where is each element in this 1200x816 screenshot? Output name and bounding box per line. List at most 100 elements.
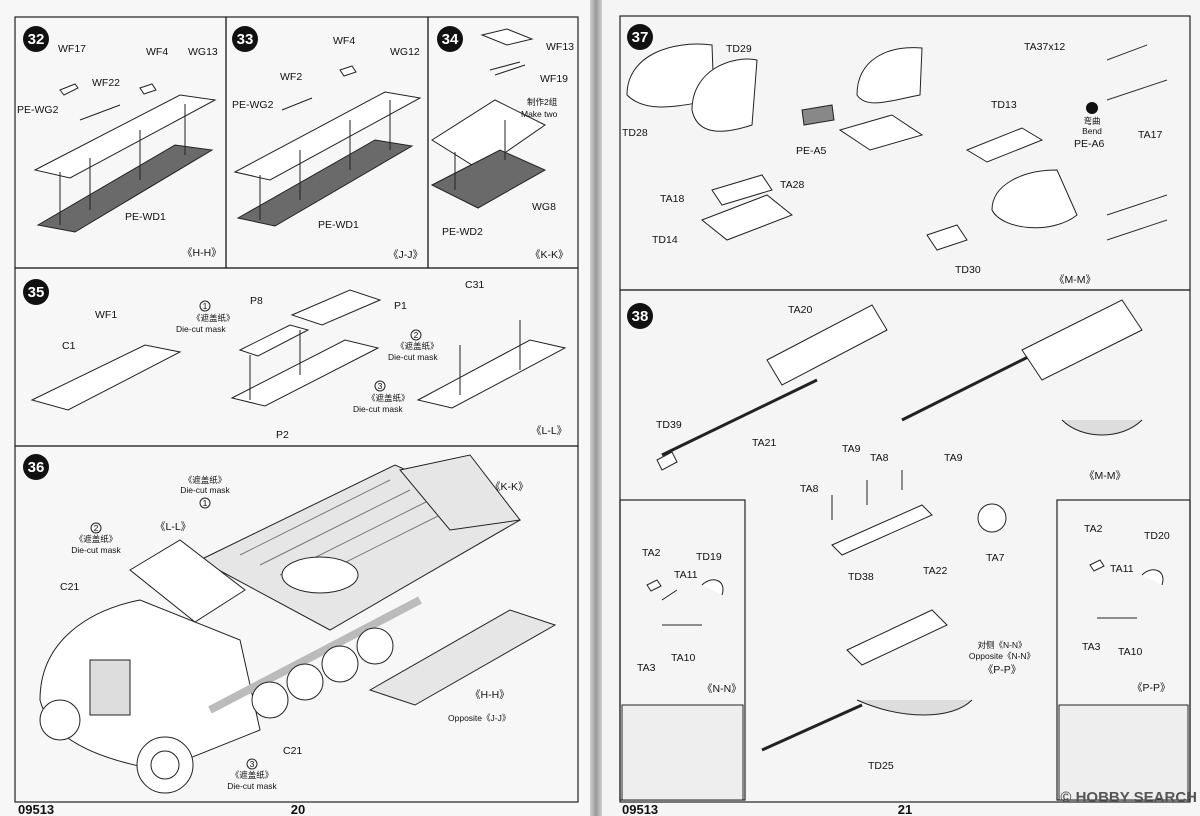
note-make-two: Make two	[521, 109, 558, 119]
mask3-cn: 《遮盖纸》	[231, 770, 274, 780]
label-td19: TD19	[696, 551, 722, 563]
label-pe-a6: PE-A6	[1074, 138, 1105, 150]
label-ll: 《L-L》	[155, 521, 191, 533]
label-pe-wg2: PE-WG2	[232, 99, 274, 111]
label-ta17: TA17	[1138, 129, 1162, 141]
step36-number: 36	[28, 459, 45, 476]
label-pe-a5: PE-A5	[796, 145, 827, 157]
step38-badge	[627, 303, 653, 329]
step32-number: 32	[28, 31, 45, 48]
step38-drawing	[656, 299, 1143, 752]
bend-icon	[1086, 102, 1098, 114]
mask2-en: Die-cut mask	[388, 352, 438, 362]
step32-badge	[23, 26, 49, 52]
mask2-circle	[410, 329, 422, 341]
step34-drawing	[430, 28, 547, 209]
mask3-number: 3	[250, 759, 255, 769]
view-ll: 《L-L》	[531, 425, 567, 437]
label-wf19: WF19	[540, 73, 568, 85]
label-ta10: TA10	[1118, 646, 1142, 658]
inset-pp-drawing	[1058, 559, 1189, 801]
mask2-number: 2	[414, 330, 419, 340]
label-ta8: TA8	[870, 452, 889, 464]
bend-cn: 弯曲	[1083, 116, 1100, 126]
label-pe-wd1: PE-WD1	[318, 219, 359, 231]
step35-drawing	[30, 289, 567, 411]
label-ta37x12: TA37x12	[1024, 41, 1065, 53]
label-ta3: TA3	[637, 662, 656, 674]
opposite-nn: Opposite《N-N》	[969, 651, 1035, 661]
step36-vehicle	[39, 454, 557, 794]
view-nn: 《N-N》	[702, 683, 742, 695]
step37-labels: TD29 TD28 PE-A5 TD13 TA37x12 TA17 弯曲 Ben…	[622, 41, 1162, 286]
opposite-nn-cn: 对侧《N-N》	[977, 640, 1026, 650]
label-wg13: WG13	[188, 46, 218, 58]
label-td25: TD25	[868, 760, 894, 772]
view-jj: 《J-J》	[388, 249, 423, 261]
label-wf17: WF17	[58, 43, 86, 55]
label-td38: TD38	[848, 571, 874, 583]
label-td28: TD28	[622, 127, 648, 139]
label-td20: TD20	[1144, 530, 1170, 542]
mask1-en: Die-cut mask	[180, 485, 230, 495]
label-ta2: TA2	[642, 547, 661, 559]
label-wf22: WF22	[92, 77, 120, 89]
step33-labels: WF4 WG12 WF2 PE-WG2 PE-WD1 《J-J》	[232, 35, 423, 261]
label-kk: 《K-K》	[490, 481, 529, 493]
step34-labels: WF13 WF19 制作2组 Make two WG8 PE-WD2 《K-K》	[442, 41, 574, 261]
mask1-circle	[199, 497, 211, 509]
mask2-cn: 《遮盖纸》	[75, 534, 118, 544]
label-ta22: TA22	[923, 565, 947, 577]
label-ta18: TA18	[660, 193, 684, 205]
page-20-drawing: 32 33 34 35 36 WF17	[14, 16, 579, 816]
step34-number: 34	[442, 31, 459, 48]
label-td29: TD29	[726, 43, 752, 55]
label-ta8-b: TA8	[800, 483, 819, 495]
mask1-number: 1	[203, 498, 208, 508]
view-kk: 《K-K》	[530, 249, 569, 261]
view-pp: 《P-P》	[1132, 682, 1171, 694]
step32-labels: WF17 WF4 WG13 WF22 PE-WG2 PE-WD1 《H-H》	[17, 43, 222, 259]
page-number: 20	[291, 802, 305, 816]
book-gutter	[590, 0, 602, 816]
label-ta20: TA20	[788, 304, 812, 316]
mask3-circle	[374, 380, 386, 392]
label-c31: C31	[465, 279, 484, 291]
mask3-cn: 《遮盖纸》	[367, 393, 410, 403]
mask1-number: 1	[203, 301, 208, 311]
step32-drawing	[33, 83, 217, 233]
inset-nn-labels: TA2 TD19 TA11 TA3 TA10 《N-N》	[637, 547, 742, 695]
step33-badge	[232, 26, 258, 52]
step38-number: 38	[632, 308, 649, 325]
step38-labels: TA20 TD39 TA21 TA9 TA8 TA9 TA8 TD38 TA22…	[656, 304, 1126, 772]
label-wg8: WG8	[532, 201, 556, 213]
page-20: 32 33 34 35 36 WF17	[0, 0, 590, 816]
mask2-circle	[90, 522, 102, 534]
label-td14: TD14	[652, 234, 678, 246]
label-wf4: WF4	[146, 46, 168, 58]
label-wf4: WF4	[333, 35, 355, 47]
mask2-number: 2	[94, 523, 99, 533]
step37-badge	[627, 24, 653, 50]
mask3-number: 3	[378, 381, 383, 391]
inset-nn-drawing	[621, 579, 744, 801]
opposite-jj: Opposite《J-J》	[448, 713, 510, 723]
label-ta9: TA9	[842, 443, 861, 455]
label-wf13: WF13	[546, 41, 574, 53]
label-p8: P8	[250, 295, 263, 307]
mask2-cn: 《遮盖纸》	[396, 341, 439, 351]
bend-en: Bend	[1082, 126, 1102, 136]
note-make-two-cn: 制作2组	[527, 97, 558, 107]
footer-code: 09513	[622, 802, 658, 816]
label-c21: C21	[60, 581, 79, 593]
label-wf1: WF1	[95, 309, 117, 321]
step37-drawing	[626, 43, 1168, 251]
view-hh: 《H-H》	[182, 247, 222, 259]
inset-pp-labels: TA2 TD20 TA11 TA3 TA10 《P-P》	[1082, 523, 1171, 694]
view-mm: 《M-M》	[1054, 274, 1096, 286]
step35-frame	[14, 267, 579, 447]
label-ta21: TA21	[752, 437, 776, 449]
mask2-en: Die-cut mask	[71, 545, 121, 555]
mask1-cn: 《遮盖纸》	[184, 475, 227, 485]
